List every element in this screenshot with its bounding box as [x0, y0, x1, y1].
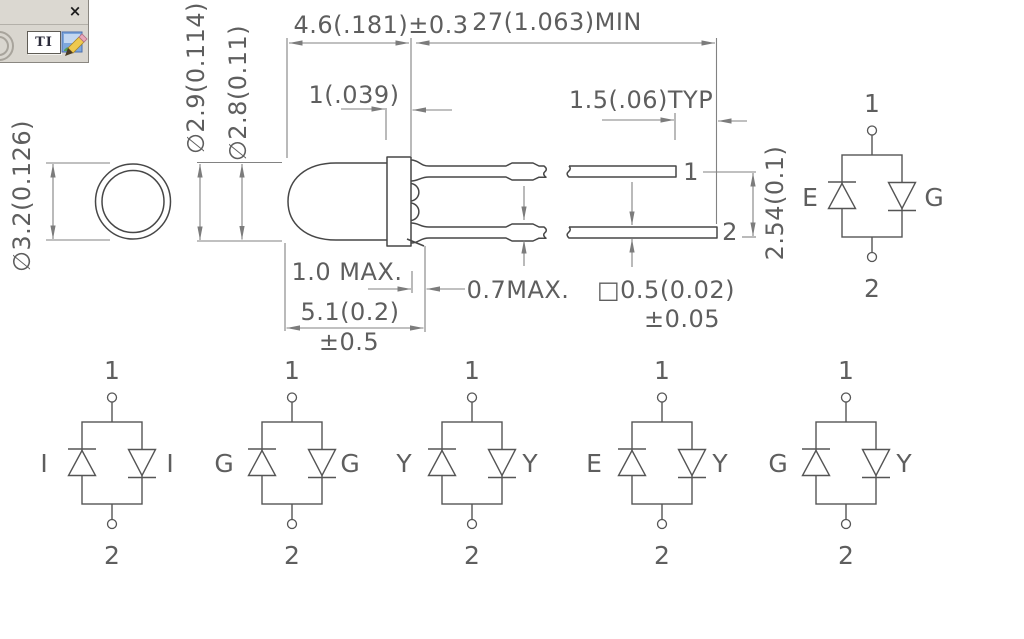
dim-base-length: 5.1(0.2) — [300, 298, 399, 326]
circuit-symbol-4: 1 2 E Y — [586, 356, 728, 570]
lead2-number: 2 — [722, 218, 738, 246]
dimensions: 4.6(.181)±0.3 27(1.063)MIN 1(.039) 1.5(.… — [182, 2, 789, 356]
dim-body-length: 4.6(.181)±0.3 — [293, 11, 468, 39]
pin2-label: 2 — [284, 541, 300, 570]
tool-window-titlebar[interactable]: × — [0, 0, 88, 25]
pin1-label: 1 — [864, 89, 880, 118]
lead1-inner — [410, 159, 548, 182]
dim-flange-diameter: ∅2.9(0.114) — [182, 2, 210, 154]
circuit-symbol-5: 1 2 G Y — [768, 356, 912, 570]
pin2-label: 2 — [838, 541, 854, 570]
led-side-view — [287, 156, 718, 247]
lead1-cup — [410, 182, 420, 202]
text-tool-button[interactable]: TI — [27, 31, 61, 54]
right-color-label: I — [166, 449, 173, 478]
standoff-edge — [406, 238, 425, 247]
left-color-label: Y — [395, 449, 412, 478]
close-icon[interactable]: × — [68, 2, 82, 20]
right-color-label: Y — [521, 449, 538, 478]
lead1-outer — [566, 165, 677, 178]
pencil-edit-icon — [61, 31, 88, 56]
right-color-label: Y — [895, 449, 912, 478]
dim-lead-tip-offset: 1.5(.06)TYP — [569, 86, 713, 114]
lead2-cup — [410, 202, 420, 222]
edit-pencil-button[interactable] — [60, 27, 88, 59]
left-color-label: E — [586, 449, 602, 478]
dim-lead-pitch: 2.54(0.1) — [761, 146, 789, 261]
left-color-label: E — [802, 183, 818, 212]
dim-flange-thickness: 1(.039) — [309, 81, 400, 109]
circuit-symbol-2: 1 2 G G — [214, 356, 359, 570]
right-color-label: G — [924, 183, 943, 212]
lead2-inner — [410, 222, 548, 244]
left-color-label: I — [40, 449, 47, 478]
dim-lead-length: 27(1.063)MIN — [472, 8, 642, 36]
dim-body-diameter: ∅2.8(0.11) — [224, 25, 252, 161]
pin1-label: 1 — [284, 356, 300, 385]
left-color-label: G — [768, 449, 787, 478]
pin2-label: 2 — [104, 541, 120, 570]
dim-standoff: 1.0 MAX. — [292, 258, 403, 286]
right-color-label: G — [340, 449, 359, 478]
circuit-symbol-3: 1 2 Y Y — [395, 356, 538, 570]
pin1-label: 1 — [838, 356, 854, 385]
pin2-label: 2 — [654, 541, 670, 570]
pin1-label: 1 — [104, 356, 120, 385]
lead2-outer — [566, 226, 718, 239]
circuit-symbol-top: 1 2 E G — [802, 89, 944, 303]
dim-lead-square: □0.5(0.02) — [597, 276, 735, 304]
dim-base-tolerance: ±0.5 — [319, 328, 379, 356]
led-front-view: ∅3.2(0.126) — [8, 120, 172, 272]
pin1-label: 1 — [464, 356, 480, 385]
pin2-label: 2 — [864, 274, 880, 303]
left-color-label: G — [214, 449, 233, 478]
dim-lens-diameter: ∅3.2(0.126) — [8, 120, 36, 272]
led-flange — [386, 156, 412, 247]
led-dome — [287, 162, 387, 241]
circuit-symbol-1: 1 2 I I — [40, 356, 173, 570]
dim-crimp-thickness: 0.7MAX. — [467, 276, 570, 304]
dim-lead-square-tolerance: ±0.05 — [644, 305, 720, 333]
lead1-number: 1 — [683, 158, 699, 186]
right-color-label: Y — [711, 449, 728, 478]
pin1-label: 1 — [654, 356, 670, 385]
annotation-tool-window: × TI — [0, 0, 89, 63]
pin2-label: 2 — [464, 541, 480, 570]
